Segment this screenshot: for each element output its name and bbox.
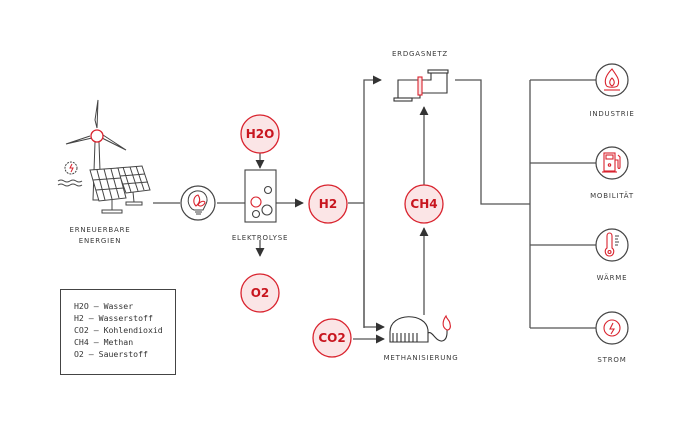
connectors bbox=[153, 75, 597, 344]
output-waerme-label: WÄRME bbox=[597, 273, 628, 282]
legend: H2O – Wasser H2 – Wasserstoff CO2 – Kohl… bbox=[60, 289, 176, 375]
molecule-o2-label: O2 bbox=[251, 286, 270, 300]
legend-item-co2: CO2 – Kohlendioxid bbox=[74, 325, 163, 335]
molecule-h2-label: H2 bbox=[319, 197, 337, 211]
electrolysis-label: ELEKTROLYSE bbox=[232, 234, 288, 242]
methanation-label: METHANISIERUNG bbox=[384, 354, 459, 362]
molecule-o2: O2 bbox=[240, 273, 280, 313]
connector-gas-grid-to-outputs bbox=[455, 79, 530, 205]
legend-item-ch4: CH4 – Methan bbox=[74, 337, 134, 347]
renewables-icon bbox=[57, 99, 151, 214]
gas-grid-label: ERDGASNETZ bbox=[392, 50, 448, 58]
output-industrie: INDUSTRIE bbox=[589, 63, 634, 118]
output-mobilitaet-label: MOBILITÄT bbox=[590, 191, 634, 200]
molecule-h2o-label: H2O bbox=[246, 127, 275, 141]
output-industrie-label: INDUSTRIE bbox=[589, 110, 634, 118]
legend-item-o2: O2 – Sauerstoff bbox=[74, 349, 148, 359]
connector-h2-to-methanation bbox=[363, 250, 385, 332]
molecule-ch4: CH4 bbox=[404, 184, 444, 224]
molecule-co2: CO2 bbox=[312, 318, 352, 358]
renewables-label-line2: ENERGIEN bbox=[79, 237, 122, 245]
legend-item-h2o: H2O – Wasser bbox=[74, 301, 134, 311]
output-strom-label: STROM bbox=[597, 356, 626, 364]
methanation-reactor-icon bbox=[389, 314, 451, 343]
legend-item-h2: H2 – Wasserstoff bbox=[74, 313, 153, 323]
green-bulb-leaf-icon bbox=[180, 185, 216, 221]
pipe-icon bbox=[393, 69, 449, 102]
output-mobilitaet: MOBILITÄT bbox=[590, 146, 634, 200]
output-waerme: WÄRME bbox=[595, 228, 629, 282]
fuel-pump-icon bbox=[602, 152, 621, 173]
thermometer-icon bbox=[604, 232, 619, 257]
molecule-h2: H2 bbox=[308, 184, 348, 224]
molecule-ch4-label: CH4 bbox=[410, 197, 437, 211]
electrolyzer-icon bbox=[244, 169, 277, 223]
flame-icon bbox=[604, 68, 620, 91]
connector-h2-to-gas-grid bbox=[363, 75, 382, 328]
renewables-label-line1: ERNEUERBARE bbox=[69, 226, 130, 234]
lightning-icon bbox=[603, 319, 621, 337]
output-strom: STROM bbox=[595, 311, 629, 364]
molecule-co2-label: CO2 bbox=[318, 331, 345, 345]
molecule-h2o: H2O bbox=[240, 114, 280, 154]
